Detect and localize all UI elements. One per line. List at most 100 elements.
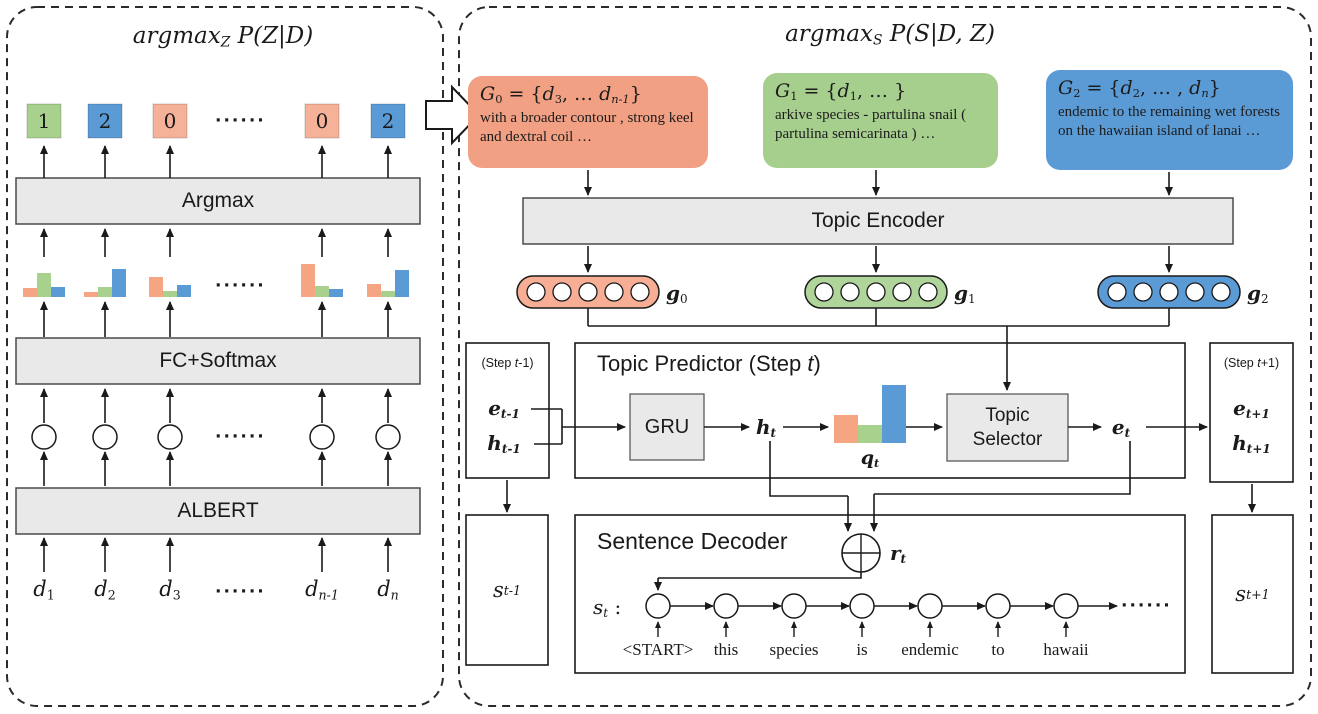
argmax-box bbox=[15, 177, 421, 225]
vector-unit-circle bbox=[604, 282, 624, 302]
vector-unit-circle bbox=[918, 282, 938, 302]
sentence-prev-frame bbox=[465, 514, 549, 666]
distribution-bar bbox=[381, 291, 395, 297]
decoder-word: to bbox=[991, 640, 1005, 659]
vector-unit-circle bbox=[1185, 282, 1205, 302]
vector-unit-circle bbox=[578, 282, 598, 302]
topic-group-box: G0 = {d3, … dn-1}with a broader contour … bbox=[468, 76, 708, 168]
input-doc-label: d1 bbox=[33, 577, 55, 603]
token-circle bbox=[309, 424, 335, 450]
topic-assignment-square bbox=[370, 103, 406, 139]
decoder-word: species bbox=[769, 640, 819, 659]
h-t-label: ht bbox=[755, 415, 777, 441]
left-column-arrows bbox=[40, 145, 392, 572]
vector-unit-circle bbox=[1107, 282, 1127, 302]
distribution-bar bbox=[315, 286, 329, 297]
topic-group-box: G1 = {d1, … }arkive species - partulina … bbox=[763, 73, 998, 168]
distribution-bar bbox=[301, 264, 315, 297]
topic-group-text: arkive species - partulina snail ( partu… bbox=[775, 106, 967, 142]
panel-transition-arrow-icon bbox=[425, 84, 481, 146]
q-distribution-bar bbox=[882, 385, 906, 443]
vector-unit-circle bbox=[840, 282, 860, 302]
topic-assignment-label: 1 bbox=[37, 109, 51, 133]
albert-label: ALBERT bbox=[177, 499, 259, 522]
distribution-bar bbox=[177, 285, 191, 297]
decoder-state-circle bbox=[645, 593, 671, 619]
token-circle bbox=[375, 424, 401, 450]
input-doc-label: d3 bbox=[159, 577, 181, 603]
e-next-label: et+1 bbox=[1233, 396, 1270, 422]
vector-unit-circle bbox=[1133, 282, 1153, 302]
topic-group-formula: G2 = {d2, … , dn} bbox=[1058, 77, 1221, 100]
decoder-word: <START> bbox=[622, 640, 694, 659]
ellipsis-decoder: ······ bbox=[1121, 596, 1172, 616]
decoder-word: this bbox=[713, 640, 739, 659]
decoder-word: endemic bbox=[901, 640, 959, 659]
distribution-bar bbox=[98, 287, 112, 297]
topic-vector-label: g1 bbox=[954, 281, 976, 307]
fc-softmax-label: FC+Softmax bbox=[159, 349, 277, 372]
sentence-decoder-title: Sentence Decoder bbox=[597, 528, 788, 554]
albert-box bbox=[15, 487, 421, 535]
topic-encoder-box bbox=[522, 197, 1234, 245]
decoder-state-circle bbox=[1053, 593, 1079, 619]
decoder-state-circle bbox=[781, 593, 807, 619]
distribution-bar bbox=[163, 291, 177, 297]
q-distribution-bars bbox=[834, 385, 906, 443]
topic-assignment-squares bbox=[26, 103, 406, 139]
decoder-word: hawaii bbox=[1043, 640, 1089, 659]
vector-unit-circle bbox=[892, 282, 912, 302]
albert-token-circles bbox=[31, 424, 401, 450]
topic-vector-pills bbox=[516, 275, 1241, 309]
decoder-state-circle bbox=[713, 593, 739, 619]
token-circle bbox=[31, 424, 57, 450]
decoder-chain bbox=[645, 593, 1118, 637]
right-panel-title: argmaxS P(S|D, Z) bbox=[785, 21, 995, 49]
distribution-bar bbox=[329, 289, 343, 297]
distribution-bar bbox=[37, 273, 51, 297]
vector-unit-circle bbox=[1159, 282, 1179, 302]
right-panel-border bbox=[458, 6, 1312, 707]
q-t-label: qt bbox=[860, 447, 880, 470]
decoder-state-circle bbox=[917, 593, 943, 619]
token-circle bbox=[92, 424, 118, 450]
step-prev-frame bbox=[465, 342, 550, 479]
ellipsis-inputs: ······ bbox=[215, 582, 266, 602]
h-prev-label: ht-1 bbox=[487, 431, 521, 457]
topic-predictor-title: Topic Predictor (Step t) bbox=[597, 351, 821, 376]
token-circle bbox=[157, 424, 183, 450]
s-t-label: st : bbox=[593, 595, 622, 621]
argmax-label: Argmax bbox=[181, 189, 255, 212]
topic-group-box: G2 = {d2, … , dn}endemic to the remainin… bbox=[1046, 70, 1293, 170]
vector-unit-circle bbox=[526, 282, 546, 302]
topic-group-formula: G0 = {d3, … dn-1} bbox=[480, 83, 642, 106]
input-doc-label: d2 bbox=[94, 577, 116, 603]
distribution-bar bbox=[112, 269, 126, 297]
sentence-next-frame bbox=[1211, 514, 1294, 674]
step-next-label: (Step t+1) bbox=[1223, 356, 1280, 370]
fc-softmax-box bbox=[15, 337, 421, 385]
topic-selector-label: Topic Selector bbox=[972, 404, 1043, 450]
e-t-label: et bbox=[1111, 415, 1131, 441]
topic-assignment-square bbox=[87, 103, 123, 139]
left-panel-border bbox=[6, 6, 444, 707]
ellipsis-squares: ······ bbox=[215, 111, 266, 131]
vector-unit-circle bbox=[630, 282, 650, 302]
distribution-bar bbox=[395, 270, 409, 297]
topic-assignment-square bbox=[152, 103, 188, 139]
topic-distribution-bars bbox=[23, 264, 409, 297]
vector-unit-circle bbox=[552, 282, 572, 302]
ellipsis-circles: ······ bbox=[215, 427, 266, 447]
sum-operator-icon bbox=[841, 533, 881, 573]
step-next-frame bbox=[1209, 342, 1294, 483]
left-panel-title: argmaxZ P(Z|D) bbox=[132, 23, 314, 51]
topic-assignment-label: 2 bbox=[98, 109, 112, 133]
decoder-state-circle bbox=[985, 593, 1011, 619]
e-prev-label: et-1 bbox=[488, 396, 520, 422]
topic-vector-label: g0 bbox=[666, 281, 688, 307]
r-t-label: rt bbox=[890, 541, 907, 567]
distribution-bar bbox=[84, 292, 98, 297]
distribution-bar bbox=[149, 277, 163, 297]
